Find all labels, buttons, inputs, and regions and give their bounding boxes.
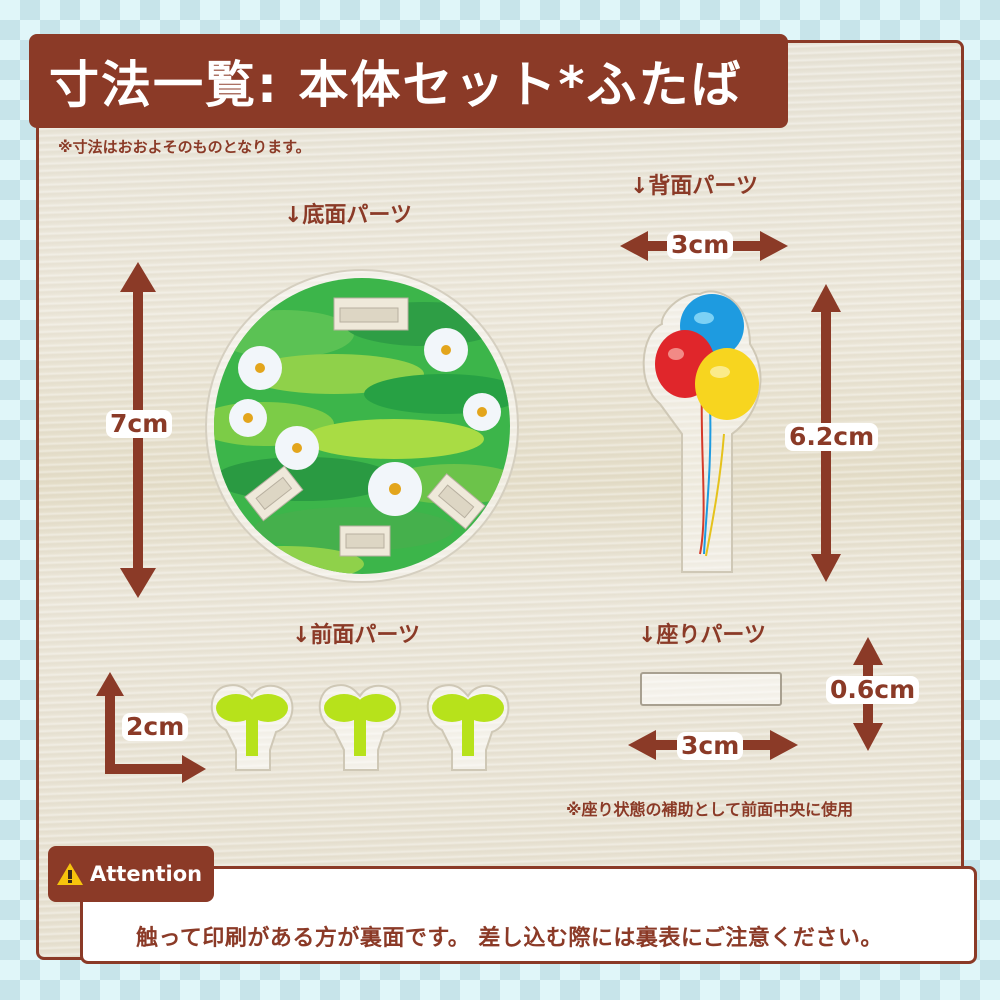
disclaimer-note: ※寸法はおおよそのものとなります。 xyxy=(58,138,311,156)
back-width-dim: 3cm xyxy=(667,231,734,259)
seat-usage-note: ※座り状態の補助として前面中央に使用 xyxy=(566,800,854,819)
front-size-dim: 2cm xyxy=(122,713,189,741)
front-part-label: ↓前面パーツ xyxy=(292,623,420,648)
back-height-dim: 6.2cm xyxy=(785,423,879,451)
bottom-part-image xyxy=(205,269,519,583)
page-title: 寸法一覧: 本体セット*ふたば xyxy=(49,56,743,114)
seat-part-label: ↓座りパーツ xyxy=(638,623,766,648)
corner-arrow-icon xyxy=(96,672,206,783)
back-part-image xyxy=(642,290,762,573)
attention-box xyxy=(80,866,977,964)
bottom-part-label: ↓底面パーツ xyxy=(284,203,412,228)
seat-width-dim: 3cm xyxy=(677,732,744,760)
front-parts-image xyxy=(210,684,510,771)
back-part-label: ↓背面パーツ xyxy=(630,174,758,199)
attention-tab: Attention xyxy=(48,846,214,902)
title-banner: 寸法一覧: 本体セット*ふたば xyxy=(29,34,788,128)
attention-message: 触って印刷がある方が裏面です。 差し込む際には裏表にご注意ください。 xyxy=(136,926,883,951)
bottom-height-dim: 7cm xyxy=(106,410,173,438)
seat-part-image xyxy=(640,672,782,706)
attention-label: Attention xyxy=(90,862,203,886)
warning-icon xyxy=(57,863,83,885)
seat-height-dim: 0.6cm xyxy=(826,676,920,704)
